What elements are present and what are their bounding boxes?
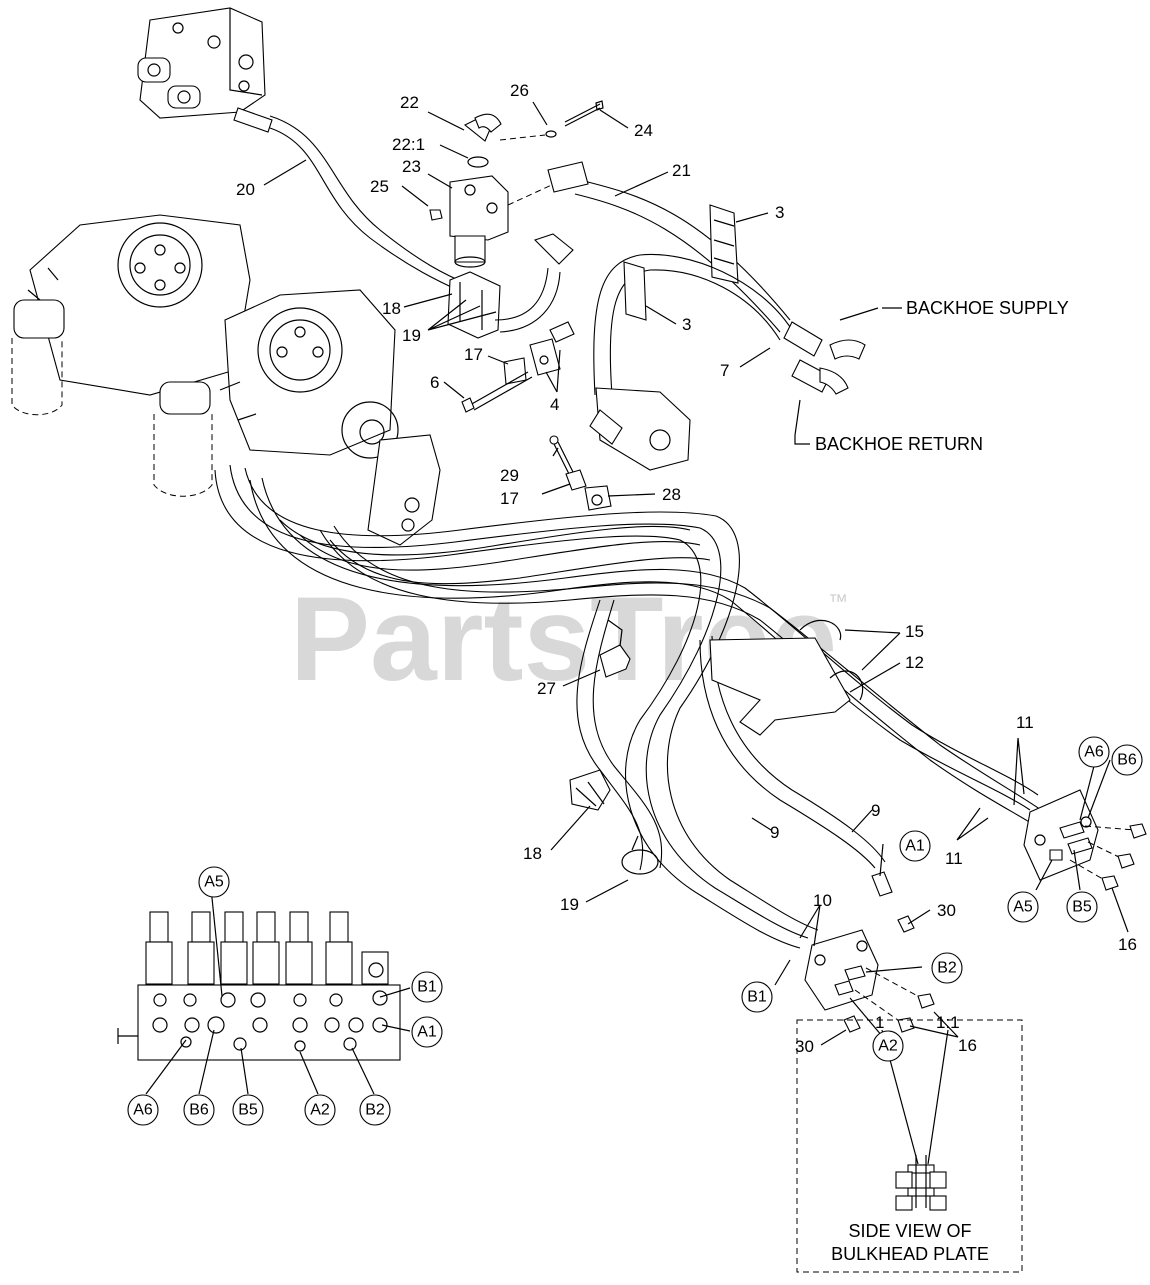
port-b6-valve: B6 [189, 1102, 209, 1119]
note-backhoe-supply: BACKHOE SUPPLY [906, 298, 1069, 318]
callout-6: 6 [430, 373, 439, 392]
main-hose-bundle [214, 464, 1045, 949]
port-b1-valve: B1 [417, 979, 437, 996]
callout-21: 21 [672, 161, 691, 180]
right-bulkhead-plate [1023, 789, 1147, 891]
port-labels: A6 B6 A5 B5 A1 B2 B1 A2 A5 B1 A1 A6 B6 B… [133, 744, 1137, 1119]
callout-18-lower: 18 [523, 844, 542, 863]
port-b5-right: B5 [1072, 899, 1092, 916]
callout-19-top: 19 [402, 326, 421, 345]
callout-17-top: 17 [464, 345, 483, 364]
port-b2-valve: B2 [365, 1102, 385, 1119]
port-a1-mid: A1 [905, 838, 925, 855]
callout-18-top: 18 [382, 299, 401, 318]
note-backhoe-return: BACKHOE RETURN [815, 434, 983, 454]
callout-9-right: 9 [871, 801, 880, 820]
side-view-bulkhead [895, 1155, 947, 1211]
callout-7: 7 [720, 361, 729, 380]
callout-3-top: 3 [775, 203, 784, 222]
callout-22-1: 22:1 [392, 135, 425, 154]
center-bulkhead-plate [804, 929, 935, 1033]
port-b5-valve: B5 [238, 1102, 258, 1119]
top-valve-block [137, 7, 273, 133]
callout-15: 15 [905, 622, 924, 641]
control-valve [117, 911, 401, 1061]
callout-1: 1 [875, 1013, 884, 1032]
callout-25: 25 [370, 177, 389, 196]
callout-30-lower: 30 [795, 1037, 814, 1056]
port-label-circles [127, 736, 1143, 1126]
callout-17-mid: 17 [500, 489, 519, 508]
callout-11-top: 11 [1016, 713, 1034, 732]
port-a2-mid: A2 [878, 1038, 898, 1055]
callout-4: 4 [550, 395, 559, 414]
callout-12: 12 [905, 653, 924, 672]
callout-26: 26 [510, 81, 529, 100]
callout-27: 27 [537, 679, 556, 698]
watermark-trademark: ™ [828, 591, 848, 613]
side-view-caption-line2: BULKHEAD PLATE [831, 1244, 989, 1264]
callout-1-1: 1:1 [936, 1013, 960, 1032]
callout-29: 29 [500, 466, 519, 485]
port-a1-valve: A1 [417, 1024, 437, 1041]
port-a6-valve: A6 [133, 1102, 153, 1119]
callout-20: 20 [236, 180, 255, 199]
callout-24: 24 [634, 121, 653, 140]
port-b2-mid: B2 [937, 960, 957, 977]
port-b6-top: B6 [1117, 752, 1137, 769]
callout-16-right: 16 [1118, 935, 1137, 954]
pump-assembly [11, 214, 441, 546]
callout-30-upper: 30 [937, 901, 956, 920]
side-view-box [796, 1019, 1023, 1273]
callout-23: 23 [402, 157, 421, 176]
port-a6-top: A6 [1084, 744, 1104, 761]
leader-lines [145, 101, 1129, 1165]
port-a5-right: A5 [1013, 899, 1033, 916]
callout-11-lower: 11 [945, 849, 963, 868]
valve-group-22-25 [429, 100, 604, 268]
callout-labels: 22 26 22:1 24 23 21 25 20 3 3 18 19 17 6… [236, 81, 1137, 1056]
side-view-caption-line1: SIDE VIEW OF [848, 1221, 971, 1241]
port-a2-valve: A2 [310, 1102, 330, 1119]
callout-19-lower: 19 [560, 895, 579, 914]
callout-9-left: 9 [770, 823, 779, 842]
callout-22: 22 [400, 93, 419, 112]
callout-10: 10 [813, 891, 832, 910]
port-b1-mid: B1 [747, 989, 767, 1006]
callout-3-lower: 3 [682, 315, 691, 334]
callout-28: 28 [662, 485, 681, 504]
port-a5-valve: A5 [204, 874, 224, 891]
callout-16-lower: 16 [958, 1036, 977, 1055]
